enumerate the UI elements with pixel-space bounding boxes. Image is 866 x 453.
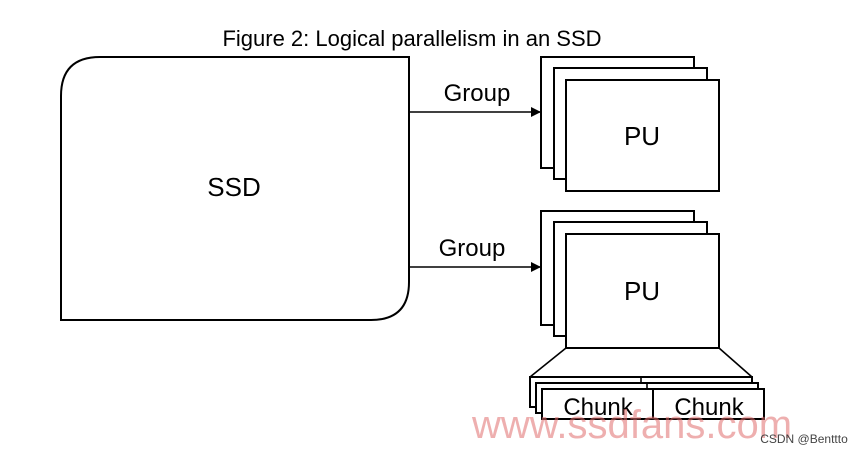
- group-label-1: Group: [444, 80, 511, 107]
- chunk-box-2: [652, 388, 765, 420]
- chunk-expansion-lines: [529, 347, 753, 378]
- csdn-credit: CSDN @Benttto: [760, 432, 848, 446]
- pu-label-1: PU: [624, 121, 660, 151]
- pu-stack-1: PU: [540, 56, 720, 192]
- group-label-2: Group: [439, 235, 506, 262]
- chunk-label-1: Chunk: [563, 394, 633, 421]
- chunk-label-2: Chunk: [674, 394, 744, 421]
- ssd-label: SSD: [207, 172, 260, 202]
- ssdfans-watermark: www.ssdfans.com: [471, 403, 792, 447]
- figure-title: Figure 2: Logical parallelism in an SSD: [222, 26, 601, 51]
- group-connection-2: Group: [409, 235, 541, 272]
- ssd-box: SSD: [60, 56, 410, 321]
- pu-card-front: [565, 79, 720, 192]
- pu-stack-2: PU: [540, 210, 720, 349]
- chunk-stack: Chunk Chunk: [529, 376, 765, 421]
- pu-card-front: [565, 233, 720, 349]
- pu-label-2: PU: [624, 276, 660, 306]
- group-connection-1: Group: [409, 80, 541, 117]
